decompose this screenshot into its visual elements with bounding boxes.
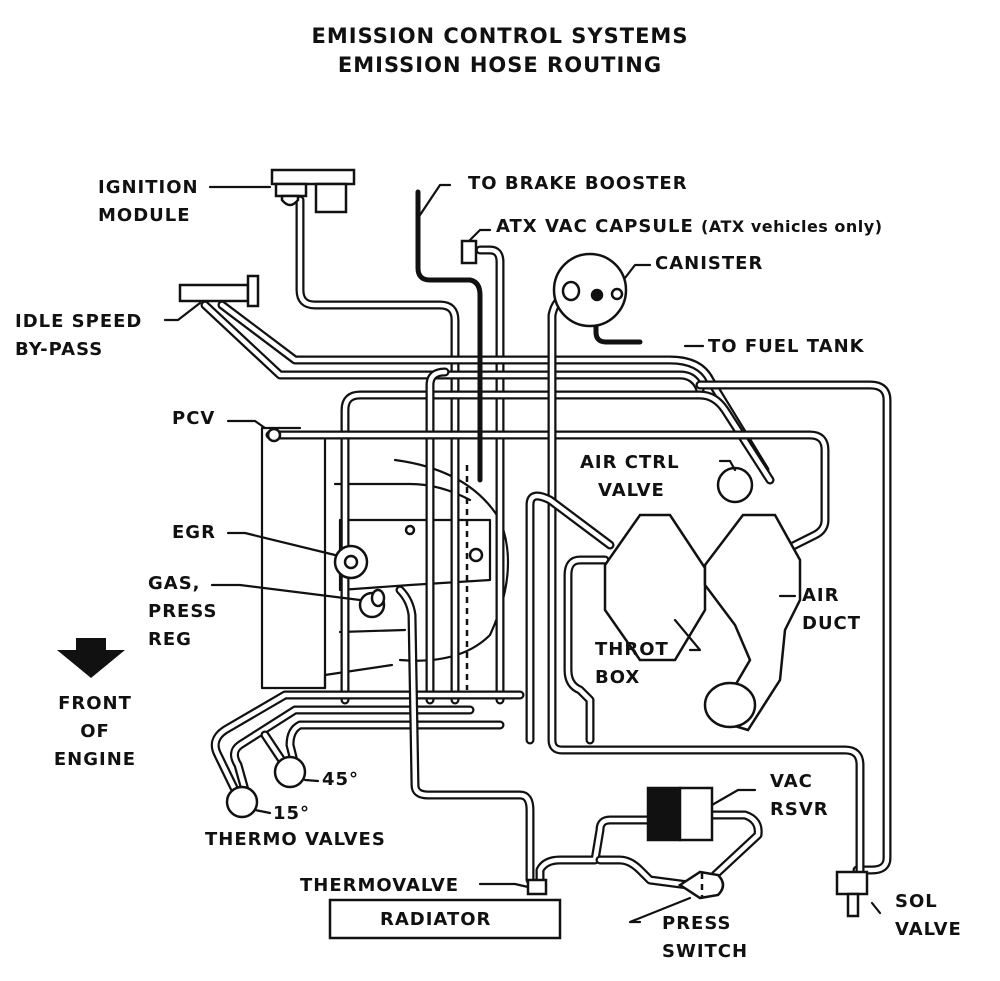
idle-speed-bypass-valve: [178, 274, 260, 308]
label-thermo-45: 45°: [322, 769, 360, 790]
label-front-of-engine: FRONT OF ENGINE: [50, 690, 140, 774]
label-line: AIR CTRL: [580, 452, 680, 473]
label-line: AIR: [802, 585, 840, 606]
press-switch: [677, 870, 725, 900]
down-arrow-icon: [57, 638, 125, 678]
label-atx-vac-capsule: ATX VAC CAPSULE (ATX vehicles only): [496, 213, 883, 241]
air-ctrl-valve: [716, 466, 754, 504]
label-egr: EGR: [172, 522, 216, 543]
thermo-valve-45: [273, 755, 307, 789]
leader-lines: [163, 183, 882, 924]
diagram-subtitle: EMISSION HOSE ROUTING: [337, 53, 663, 77]
label-press-switch: PRESS SWITCH: [662, 910, 748, 966]
label-line: VALVE: [895, 919, 962, 940]
atx-vac-capsule: [460, 239, 478, 265]
radiator: [328, 898, 562, 940]
label-pcv: PCV: [172, 408, 216, 429]
label-ignition-module: IGNITION MODULE: [98, 174, 199, 230]
label-line: IGNITION: [98, 177, 199, 198]
gas-press-reg: [358, 588, 386, 619]
label-brake-booster: TO BRAKE BOOSTER: [468, 173, 688, 194]
label-line: BY-PASS: [15, 339, 104, 360]
label-note: (ATX vehicles only): [701, 217, 883, 236]
vacuum-hoses: [200, 195, 892, 890]
engine-block: [260, 426, 510, 690]
vac-reservoir: [646, 786, 714, 842]
sol-valve: [835, 870, 869, 918]
label-fuel-tank: TO FUEL TANK: [708, 336, 865, 357]
brake-booster-hose: [415, 189, 483, 483]
label-line: FRONT: [58, 693, 132, 714]
label-line: GAS,: [148, 573, 201, 594]
label-line: PRESS: [148, 601, 218, 622]
label-main: ATX VAC CAPSULE: [496, 216, 694, 237]
thermovalve-fitting: [526, 878, 548, 896]
label-line: SOL: [895, 891, 938, 912]
label-line: THROT: [595, 639, 669, 660]
label-thermo-15: 15°: [273, 803, 311, 824]
label-throt-box: THROT BOX: [595, 636, 669, 692]
throt-box: [603, 513, 707, 662]
ignition-module: [270, 168, 356, 214]
label-thermo-valves: THERMO VALVES: [205, 829, 386, 850]
label-line: IDLE SPEED: [15, 311, 143, 332]
label-line: DUCT: [802, 613, 862, 634]
label-line: REG: [148, 629, 192, 650]
label-line: BOX: [595, 667, 641, 688]
label-gas-press-reg: GAS, PRESS REG: [148, 570, 217, 654]
label-line: VAC: [770, 771, 813, 792]
label-line: SWITCH: [662, 941, 749, 962]
thermo-valve-15: [225, 785, 259, 819]
label-line: ENGINE: [53, 749, 137, 770]
label-air-ctrl-valve: AIR CTRL VALVE: [580, 449, 680, 505]
canister: [552, 252, 628, 328]
diagram-title: EMISSION CONTROL SYSTEMS: [311, 24, 689, 48]
label-radiator: RADIATOR: [380, 909, 492, 930]
label-idle-speed-bypass: IDLE SPEED BY-PASS: [15, 308, 142, 364]
label-thermovalve: THERMOVALVE: [300, 875, 460, 896]
label-air-duct: AIR DUCT: [802, 582, 861, 638]
label-line: MODULE: [98, 205, 191, 226]
label-vac-rsvr: VAC RSVR: [770, 768, 829, 824]
egr-valve: [333, 544, 369, 580]
label-canister: CANISTER: [655, 253, 764, 274]
pcv-valve: [266, 427, 282, 443]
label-sol-valve: SOL VALVE: [895, 888, 962, 944]
label-line: RSVR: [770, 799, 829, 820]
label-line: OF: [80, 721, 110, 742]
air-duct: [703, 513, 802, 732]
fuel-tank-hose: [593, 292, 643, 345]
label-line: VALVE: [598, 480, 665, 501]
label-line: PRESS: [662, 913, 732, 934]
